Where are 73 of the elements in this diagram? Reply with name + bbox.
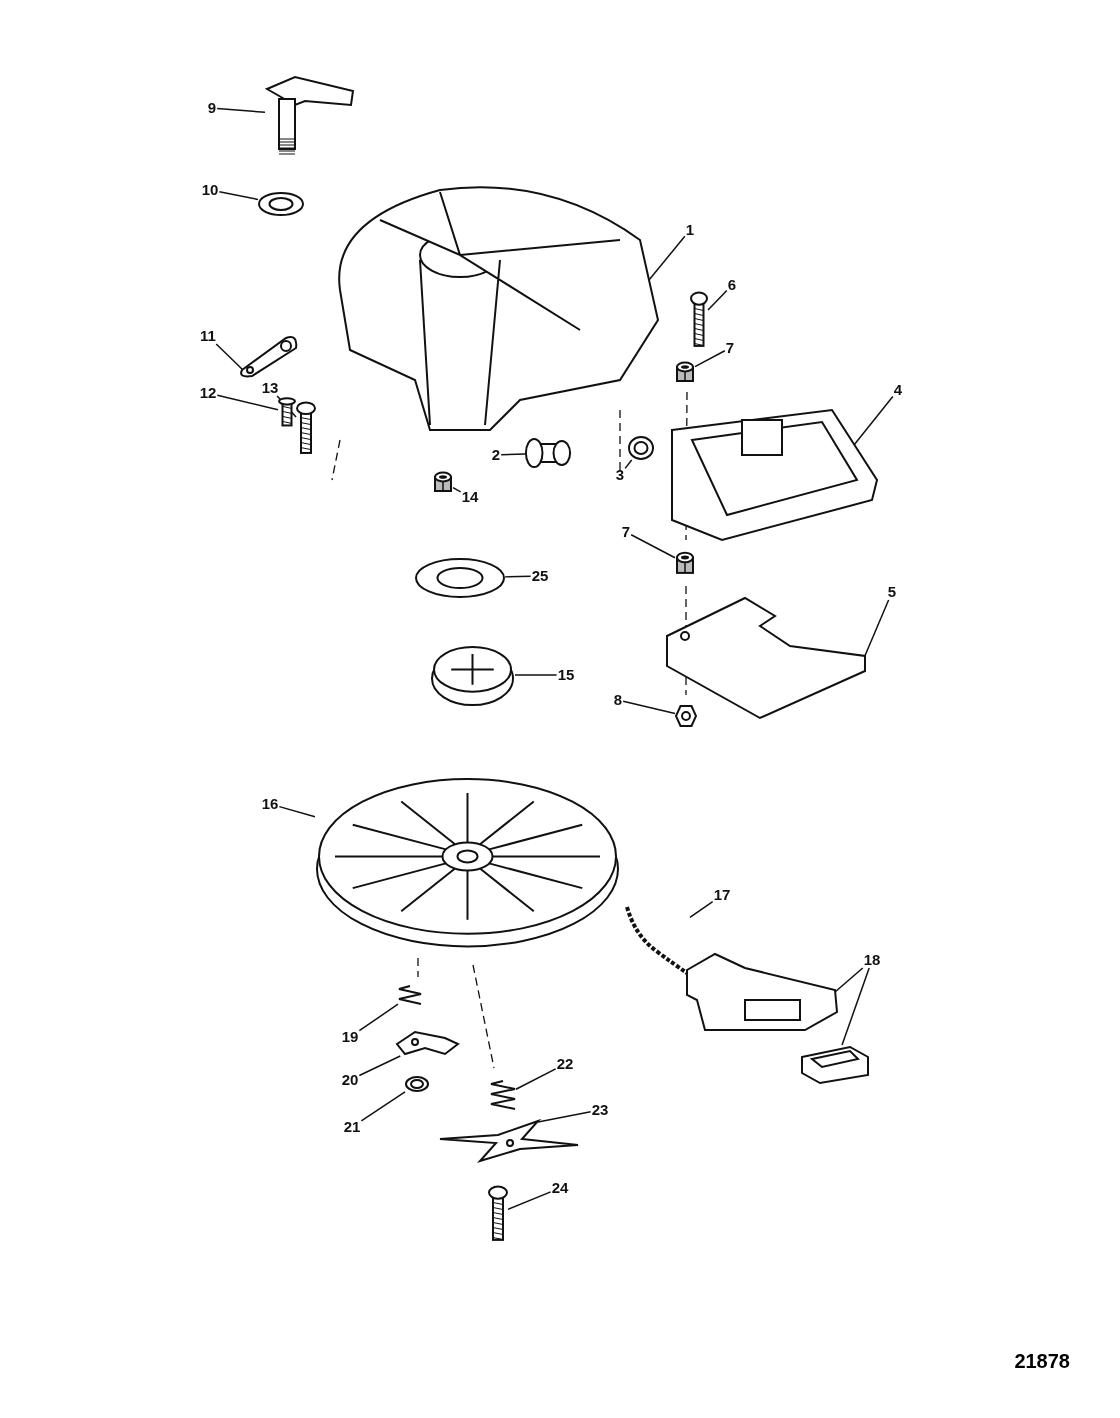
bushing-drawing	[525, 438, 571, 468]
callout-number: 7	[724, 340, 736, 356]
leader-line	[504, 575, 532, 578]
callout-number: 20	[340, 1072, 360, 1088]
washer-drawing	[628, 436, 654, 460]
callout-number: 15	[556, 667, 576, 683]
callout-number: 3	[614, 467, 626, 483]
callout-number: 25	[530, 568, 550, 584]
callout-number: 17	[712, 887, 732, 903]
leader-line	[216, 394, 279, 411]
leader-line	[358, 1003, 399, 1032]
callout-number: 8	[612, 692, 624, 708]
spacer-drawing	[433, 472, 453, 492]
leader-line	[507, 1191, 552, 1211]
leader-line	[216, 107, 266, 114]
callout-number: 22	[555, 1056, 575, 1072]
leader-line	[853, 395, 894, 446]
handle-insert-drawing	[800, 1045, 870, 1085]
washer-drawing	[415, 558, 505, 598]
leader-line	[218, 191, 259, 201]
leader-line	[694, 350, 726, 368]
pawl-drawing	[395, 1030, 460, 1056]
washer-drawing	[258, 192, 304, 216]
leader-line	[514, 674, 558, 676]
callout-number: 5	[886, 584, 898, 600]
callout-number: 9	[206, 100, 218, 116]
callout-number: 14	[460, 489, 480, 505]
spring-drawing	[398, 985, 422, 1007]
leader-line	[515, 1068, 557, 1091]
washer-drawing	[405, 1076, 429, 1092]
callout-number: 18	[862, 952, 882, 968]
screw-drawing	[690, 292, 708, 347]
callout-number: 19	[340, 1029, 360, 1045]
leader-line	[841, 967, 870, 1046]
screw-drawing	[278, 398, 296, 426]
callout-number: 12	[198, 385, 218, 401]
plate-drawing	[440, 1120, 580, 1162]
leader-line	[648, 235, 686, 281]
leader-line	[215, 343, 245, 372]
figure-number: 21878	[1014, 1350, 1070, 1373]
callout-number: 11	[199, 328, 217, 344]
leader-line	[358, 1055, 401, 1077]
callout-number: 6	[726, 277, 738, 293]
callout-number: 24	[550, 1180, 570, 1196]
leader-line	[500, 453, 526, 456]
leader-line	[537, 1111, 592, 1123]
leader-line	[452, 486, 462, 493]
callout-number: 23	[590, 1102, 610, 1118]
leader-line	[707, 289, 728, 311]
spring-drawing	[490, 1080, 516, 1112]
leader-line	[689, 900, 714, 919]
callout-number: 2	[490, 447, 502, 463]
callout-number: 7	[620, 524, 632, 540]
leader-line	[834, 967, 864, 993]
leader-line	[278, 805, 316, 818]
callout-number: 1	[684, 222, 696, 238]
bolt-drawing	[296, 402, 316, 454]
handle-drawing	[685, 950, 840, 1032]
callout-number: 4	[892, 382, 904, 398]
pin-drawing	[265, 75, 355, 157]
leader-line	[276, 395, 297, 418]
nut-drawing	[675, 362, 695, 382]
nut-drawing	[675, 705, 697, 727]
spacer-drawing	[675, 552, 695, 574]
callout-number: 21	[342, 1119, 362, 1135]
leader-line	[624, 459, 633, 470]
leader-line	[630, 533, 676, 559]
callout-number: 16	[260, 796, 280, 812]
callout-number: 13	[260, 380, 280, 396]
callout-number: 10	[200, 182, 220, 198]
screw-drawing	[488, 1186, 508, 1241]
leader-line	[622, 700, 676, 715]
leader-line	[360, 1091, 406, 1122]
